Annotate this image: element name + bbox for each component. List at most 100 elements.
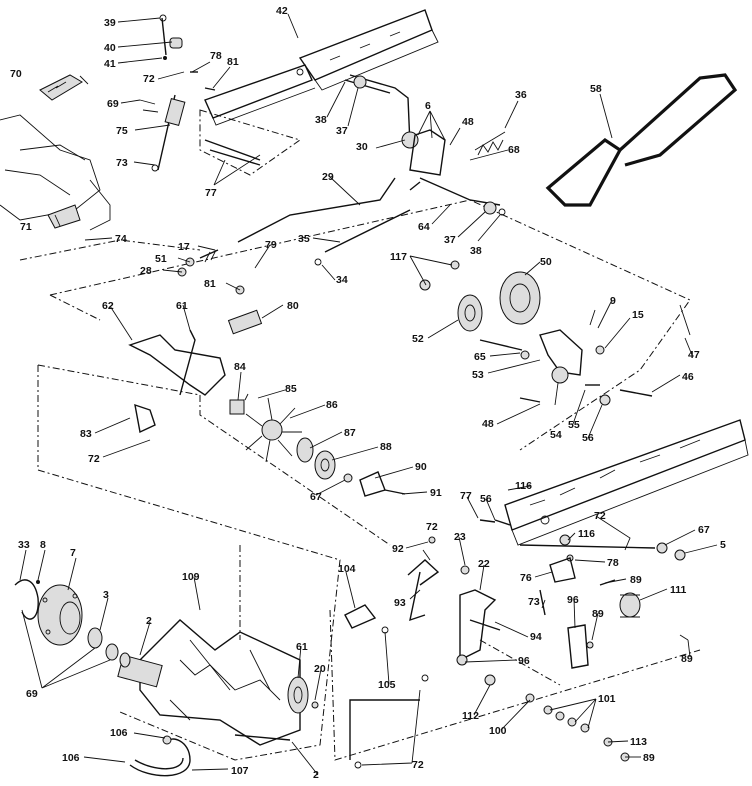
part-label: 112 <box>462 710 479 722</box>
part-label: 75 <box>116 125 128 137</box>
part-label: 67 <box>310 491 322 503</box>
wheel-hub <box>14 579 131 668</box>
part-label: 47 <box>688 349 700 361</box>
part-label: 22 <box>478 558 490 570</box>
lift-lever <box>344 74 506 216</box>
part-label: 84 <box>234 361 246 373</box>
part-label: 58 <box>590 83 602 95</box>
part-label: 42 <box>276 5 288 17</box>
part-label: 64 <box>418 221 430 233</box>
part-label: 61 <box>176 300 188 312</box>
part-label: 76 <box>520 572 532 584</box>
fender-assembly <box>0 74 111 231</box>
part-label: 20 <box>314 663 326 675</box>
part-label: 91 <box>430 487 442 499</box>
part-label: 55 <box>568 419 580 431</box>
part-label: 6 <box>425 100 431 112</box>
part-label: 9 <box>610 295 616 307</box>
part-label: 106 <box>110 727 128 739</box>
part-label: 5 <box>720 539 726 551</box>
part-label: 8 <box>40 539 46 551</box>
part-label: 52 <box>412 333 424 345</box>
part-label: 85 <box>285 383 297 395</box>
part-label: 96 <box>567 594 579 606</box>
part-label: 116 <box>578 528 595 540</box>
part-label: 56 <box>480 493 492 505</box>
part-label: 92 <box>392 543 404 555</box>
part-label: 62 <box>102 300 114 312</box>
part-label: 53 <box>472 369 484 381</box>
part-label: 111 <box>670 584 687 596</box>
part-label: 40 <box>104 42 116 54</box>
part-label: 34 <box>336 274 348 286</box>
part-label: 89 <box>630 574 642 586</box>
part-label: 81 <box>227 56 239 68</box>
part-label: 87 <box>344 427 356 439</box>
fan-blades <box>245 397 302 463</box>
part-label: 37 <box>444 234 456 246</box>
part-label: 54 <box>550 429 562 441</box>
part-label: 69 <box>26 688 38 700</box>
part-label: 72 <box>426 521 438 533</box>
part-label: 77 <box>205 187 217 199</box>
fan-assembly <box>128 285 406 497</box>
part-label: 33 <box>18 539 30 551</box>
part-label: 86 <box>326 399 338 411</box>
group-outlines <box>19 109 701 761</box>
part-label: 107 <box>231 765 249 777</box>
part-label: 81 <box>204 278 216 290</box>
part-label: 106 <box>62 752 80 764</box>
part-label: 94 <box>530 631 542 643</box>
part-label: 105 <box>378 679 396 691</box>
part-label: 70 <box>10 68 22 80</box>
right-frame-rail <box>504 419 749 546</box>
part-label: 56 <box>582 432 594 444</box>
transaxle <box>117 619 319 746</box>
part-label: 89 <box>643 752 655 764</box>
part-label: 73 <box>116 157 128 169</box>
part-label: 116 <box>515 480 532 492</box>
part-label: 38 <box>470 245 482 257</box>
leader-lines <box>19 13 718 776</box>
part-label: 71 <box>20 221 32 233</box>
part-label: 72 <box>594 510 606 522</box>
part-label: 61 <box>296 641 308 653</box>
part-label: 100 <box>489 725 507 737</box>
part-label: 38 <box>315 114 327 126</box>
hose <box>129 735 191 777</box>
part-label: 72 <box>412 759 424 771</box>
part-label: 37 <box>336 125 348 137</box>
part-label: 3 <box>103 589 109 601</box>
part-label: 39 <box>104 17 116 29</box>
part-label: 30 <box>356 141 368 153</box>
part-label: 78 <box>607 557 619 569</box>
part-label: 90 <box>415 461 427 473</box>
part-label: 35 <box>298 233 310 245</box>
part-label: 101 <box>598 693 616 705</box>
part-label: 7 <box>70 547 76 559</box>
drive-belt <box>545 73 738 207</box>
right-lower-linkage <box>479 519 689 762</box>
part-label: 80 <box>287 300 299 312</box>
part-label: 17 <box>178 241 190 253</box>
part-label: 113 <box>630 736 647 748</box>
shift-lever <box>139 14 261 172</box>
part-label: 78 <box>210 50 222 62</box>
part-label: 83 <box>80 428 92 440</box>
part-label: 72 <box>143 73 155 85</box>
part-label: 2 <box>146 615 152 627</box>
part-label: 23 <box>454 531 466 543</box>
part-label: 109 <box>182 571 200 583</box>
part-label: 89 <box>592 608 604 620</box>
part-label: 117 <box>390 251 407 263</box>
part-label: 74 <box>115 233 127 245</box>
part-label: 46 <box>682 371 694 383</box>
part-label: 104 <box>338 563 356 575</box>
part-label: 69 <box>107 98 119 110</box>
part-label: 2 <box>313 769 319 781</box>
part-label: 73 <box>528 596 540 608</box>
part-label: 77 <box>460 490 472 502</box>
part-label: 88 <box>380 441 392 453</box>
part-label: 41 <box>104 58 116 70</box>
